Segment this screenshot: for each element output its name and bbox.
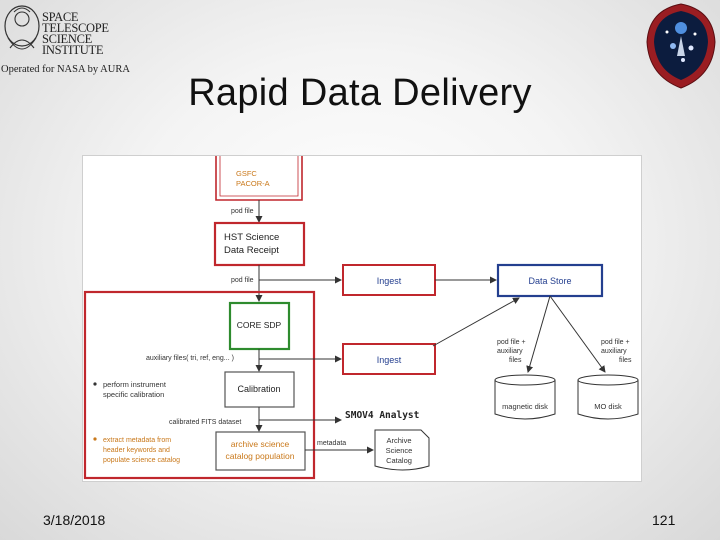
disk-left-label-1: pod file + <box>497 339 526 346</box>
bullet-icon <box>93 382 97 386</box>
ingest-top-label: Ingest <box>377 276 402 286</box>
disk-right-label-2: auxiliary <box>601 348 627 355</box>
mission-patch-icon <box>646 3 716 89</box>
data-receipt-node: HST Science Data Receipt <box>213 221 306 267</box>
core-processing-container <box>83 290 316 480</box>
logo-line: INSTITUTE <box>42 43 104 57</box>
slide-page-number: 121 <box>652 512 676 528</box>
bullet2-line1: extract metadata from <box>103 437 171 444</box>
archive-catalog-node: Archive Science Catalog <box>374 429 430 471</box>
logo-line: SPACE <box>42 10 79 24</box>
aux-files-label: auxiliary files( tri, ref, eng... ) <box>146 355 234 362</box>
disk-left-label-3: files <box>509 357 522 364</box>
archive-label-2: catalog population <box>225 451 294 461</box>
archive-population-node: archive science catalog population <box>215 431 306 471</box>
arrow-store-magnetic <box>526 295 551 373</box>
logo-line: SCIENCE <box>42 32 92 46</box>
pacor-label: PACOR-A <box>236 179 270 188</box>
receipt-label-2: Data Receipt <box>224 245 279 256</box>
calibrated-label: calibrated FITS dataset <box>169 419 241 426</box>
bullet-icon <box>93 437 97 441</box>
logo-wordmark: SPACE TELESCOPE SCIENCE INSTITUTE <box>42 10 109 57</box>
pod-file-label: pod file <box>231 277 254 284</box>
arrow-store-mo <box>549 295 606 373</box>
core-sdp-label: CORE SDP <box>237 320 282 330</box>
slide-title: Rapid Data Delivery <box>188 72 532 114</box>
calibration-node: Calibration <box>224 371 295 408</box>
bullet1-line2: specific calibration <box>103 390 164 399</box>
metadata-label: metadata <box>317 440 346 447</box>
receipt-label-1: HST Science <box>224 232 279 243</box>
data-store-label: Data Store <box>528 276 571 286</box>
slide-date: 3/18/2018 <box>43 512 106 528</box>
archive-label-1: archive science <box>231 439 290 449</box>
smov4-analyst-label: SMOV4 Analyst <box>345 410 419 421</box>
magnetic-disk-node: magnetic disk <box>494 374 556 420</box>
disk-right-label-1: pod file + <box>601 339 630 346</box>
core-sdp-node: CORE SDP <box>228 301 291 351</box>
diagram-canvas: GSFC PACOR-A pod file HST Science Data R… <box>83 156 639 480</box>
catalog-label-1: Archive <box>386 436 411 445</box>
ingest-top-node: Ingest <box>342 264 436 296</box>
gsfc-label: GSFC <box>236 169 257 178</box>
bullet2-line3: populate science catalog <box>103 457 180 464</box>
institute-emblem-icon <box>4 5 40 50</box>
logo-line: TELESCOPE <box>42 21 109 35</box>
mo-disk-node: MO disk <box>577 374 639 420</box>
ingest-bottom-node: Ingest <box>342 343 436 375</box>
stsci-logo: SPACE TELESCOPE SCIENCE INSTITUTE Operat… <box>0 0 130 80</box>
bullet1-line1: perform instrument <box>103 380 167 389</box>
ingest-bottom-label: Ingest <box>377 355 402 365</box>
arrow-ingest-bottom-store <box>432 297 520 347</box>
logo-operated-by: Operated for NASA by AURA <box>1 64 130 75</box>
bullet2-line2: header keywords and <box>103 447 170 454</box>
catalog-label-2: Science <box>386 446 413 455</box>
pod-file-label: pod file <box>231 208 254 215</box>
disk-left-label-2: auxiliary <box>497 348 523 355</box>
calibration-label: Calibration <box>237 384 280 394</box>
magnetic-disk-label: magnetic disk <box>502 402 548 411</box>
mo-disk-label: MO disk <box>594 402 622 411</box>
data-flow-diagram: GSFC PACOR-A pod file HST Science Data R… <box>82 155 642 482</box>
data-store-node: Data Store <box>496 263 604 298</box>
catalog-label-3: Catalog <box>386 456 412 465</box>
gsfc-pacor-node: GSFC PACOR-A <box>215 156 303 201</box>
disk-right-label-3: files <box>619 357 632 364</box>
